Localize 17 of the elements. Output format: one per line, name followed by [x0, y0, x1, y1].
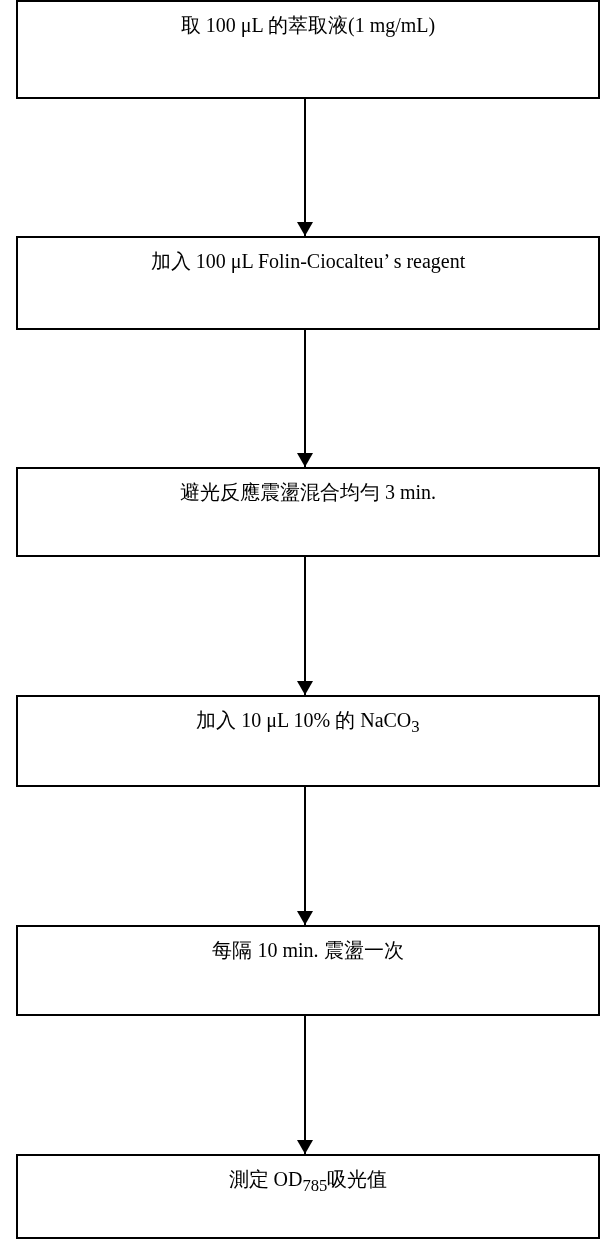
step-text: 每隔 10 min. 震盪一次: [212, 938, 404, 963]
arrow: [297, 329, 313, 468]
process-box: [16, 695, 600, 787]
process-box: [16, 925, 600, 1016]
step-text: 取 100 μL 的萃取液(1 mg/mL): [180, 13, 436, 39]
process-box: [16, 0, 600, 99]
process-box: [16, 1154, 600, 1239]
arrow: [297, 556, 313, 696]
arrow: [297, 98, 313, 237]
arrow: [297, 1015, 313, 1155]
process-box: [16, 236, 600, 330]
step-text: 加入 100 μL Folin-Ciocalteu’ s reagent: [150, 249, 466, 275]
step-text: 避光反應震盪混合均勻 3 min.: [179, 480, 437, 505]
step-text: 測定 OD$_{785}$吸光值: [228, 1167, 388, 1196]
process-box: [16, 467, 600, 557]
arrow: [297, 786, 313, 926]
step-text: 加入 10 μL 10% 的 NaCO$_{3}$: [196, 708, 420, 737]
